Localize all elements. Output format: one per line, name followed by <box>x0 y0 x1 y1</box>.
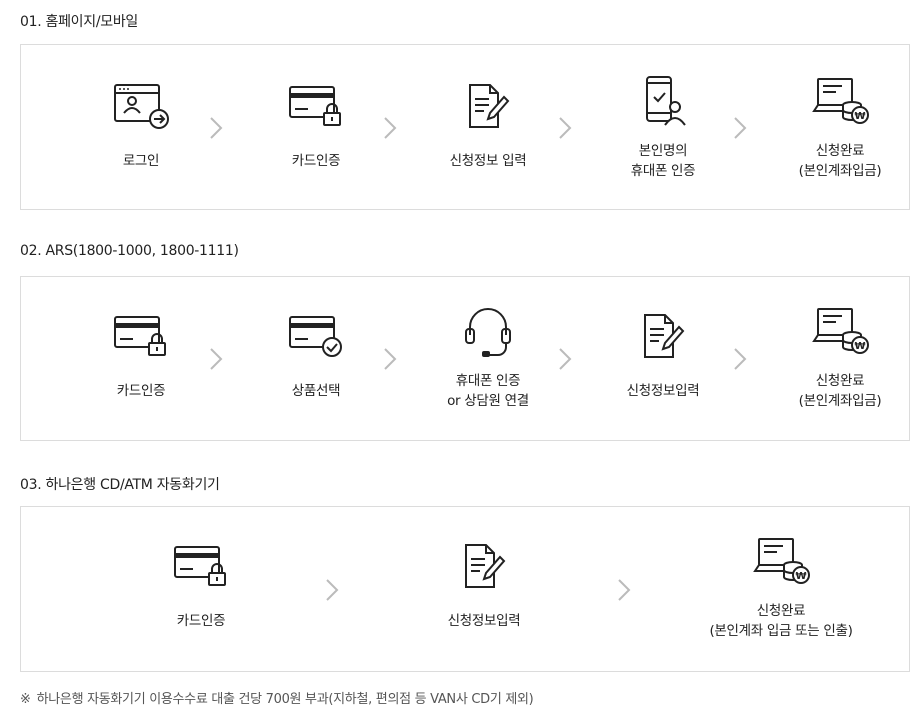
step-label: 신청정보입력 <box>447 613 521 629</box>
process-panel-atm: 카드인증 신청정보입력 ₩ 신청완료 (본인계좌 입금 또는 인출) <box>20 506 910 672</box>
step-label: 카드인증 <box>116 383 166 399</box>
mobile-user-icon <box>646 76 686 126</box>
step-label: 본인명의 휴대폰 인증 <box>630 143 696 179</box>
step-complete: ₩ 신청완료 (본인계좌입금) <box>755 75 920 179</box>
step-label: 신청완료 (본인계좌입금) <box>798 373 882 409</box>
chevron-right-icon <box>326 579 339 601</box>
svg-text:₩: ₩ <box>854 111 865 122</box>
step-card-auth: 카드인증 <box>116 541 286 629</box>
card-lock-icon <box>114 316 166 356</box>
step-label: 카드인증 <box>176 613 226 629</box>
chevron-right-icon <box>559 348 572 370</box>
section-title-atm: 03. 하나은행 CD/ATM 자동화기기 <box>20 477 220 493</box>
login-window-icon <box>114 84 169 129</box>
laptop-coins-icon: ₩ <box>812 308 869 354</box>
step-label: 로그인 <box>122 153 160 169</box>
section-title-homepage: 01. 홈페이지/모바일 <box>20 14 138 30</box>
process-panel-ars: 카드인증 상품선택 휴대폰 인증 or 상담원 연결 <box>20 276 910 441</box>
step-login: 로그인 <box>56 81 226 169</box>
step-label: 신청완료 (본인계좌 입금 또는 인출) <box>709 603 853 639</box>
card-check-icon <box>289 316 342 357</box>
chevron-right-icon <box>384 117 397 139</box>
laptop-coins-icon: ₩ <box>812 78 869 124</box>
step-label: 신청완료 (본인계좌입금) <box>798 143 882 179</box>
fee-footnote: ※ 하나은행 자동화기기 이용수수료 대출 건당 700원 부과(지하철, 편의점… <box>20 688 534 707</box>
step-label: 신청정보입력 <box>626 383 700 399</box>
section-title-ars: 02. ARS(1800-1000, 1800-1111) <box>20 243 239 259</box>
step-label: 신청정보 입력 <box>449 153 527 169</box>
process-panel-homepage: 로그인 카드인증 신청정보 입력 <box>20 44 910 210</box>
chevron-right-icon <box>384 348 397 370</box>
chevron-right-icon <box>734 348 747 370</box>
document-pen-icon <box>469 84 510 128</box>
laptop-coins-icon: ₩ <box>753 538 810 584</box>
step-card-auth: 카드인증 <box>56 311 226 399</box>
chevron-right-icon <box>559 117 572 139</box>
step-product-select: 상품선택 <box>231 311 401 399</box>
card-lock-icon <box>174 546 226 586</box>
footnote-text: 하나은행 자동화기기 이용수수료 대출 건당 700원 부과(지하철, 편의점 … <box>36 692 534 707</box>
step-label: 카드인증 <box>291 153 341 169</box>
step-complete: ₩ 신청완료 (본인계좌 입금 또는 인출) <box>681 535 881 639</box>
chevron-right-icon <box>618 579 631 601</box>
document-pen-icon <box>644 314 685 358</box>
step-complete: ₩ 신청완료 (본인계좌입금) <box>755 305 920 409</box>
step-label: 상품선택 <box>291 383 341 399</box>
step-application-info: 신청정보입력 <box>399 541 569 629</box>
chevron-right-icon <box>210 348 223 370</box>
headset-icon <box>465 308 511 357</box>
step-label: 휴대폰 인증 or 상담원 연결 <box>447 373 529 409</box>
svg-text:₩: ₩ <box>854 341 865 352</box>
chevron-right-icon <box>210 117 223 139</box>
step-application-info: 신청정보 입력 <box>403 81 573 169</box>
svg-text:₩: ₩ <box>795 571 806 582</box>
step-application-info: 신청정보입력 <box>578 311 748 399</box>
chevron-right-icon <box>734 117 747 139</box>
document-pen-icon <box>465 544 506 588</box>
card-lock-icon <box>289 86 341 126</box>
step-phone-auth: 본인명의 휴대폰 인증 <box>578 75 748 179</box>
step-phone-or-agent: 휴대폰 인증 or 상담원 연결 <box>403 305 573 409</box>
step-card-auth: 카드인증 <box>231 81 401 169</box>
reference-mark: ※ <box>20 692 31 707</box>
